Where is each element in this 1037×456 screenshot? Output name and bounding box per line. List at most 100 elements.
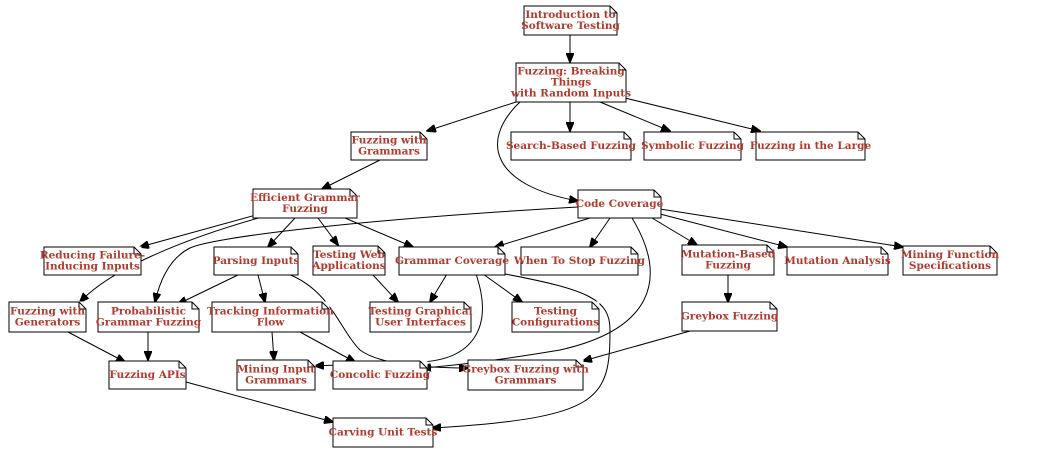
node-label-line: Testing xyxy=(534,306,578,318)
edge-fuzzing-coverage xyxy=(497,101,578,201)
node-label-line: Greybox Fuzzing xyxy=(681,311,779,323)
node-grammar-coverage[interactable]: Grammar Coverage xyxy=(395,246,509,276)
node-label-line: Efficient Grammar xyxy=(250,192,360,204)
node-label-line: Symbolic Fuzzing xyxy=(641,140,745,152)
node-label-line: User Interfaces xyxy=(375,317,466,329)
node-when-to-stop-fuzzing[interactable]: When To Stop Fuzzing xyxy=(513,246,646,276)
node-code-coverage[interactable]: Code Coverage xyxy=(576,189,664,219)
node-label-line: Software Testing xyxy=(521,20,620,32)
node-parsing-inputs[interactable]: Parsing Inputs xyxy=(213,246,300,276)
edge-coverage-mining xyxy=(659,208,903,247)
edge-coverage-grammarcov xyxy=(495,217,591,247)
node-label-line: Fuzzing xyxy=(282,203,328,215)
edge-generators-fuzzapis xyxy=(67,331,125,362)
node-label-line: Concolic Fuzzing xyxy=(330,369,431,381)
node-label-line: Tracking Information xyxy=(207,306,334,318)
edge-coverage-mutanalysis xyxy=(659,213,787,247)
edge-coverage-mutation xyxy=(651,217,697,245)
edge-greybox-greyboxgram xyxy=(583,330,691,361)
node-label-line: Configurations xyxy=(512,317,599,329)
node-label-line: Parsing Inputs xyxy=(213,255,300,267)
node-mutation-analysis[interactable]: Mutation Analysis xyxy=(784,246,891,276)
edge-tracking-mininginput xyxy=(272,331,274,360)
edge-parsing-probabilistic xyxy=(178,273,241,304)
node-greybox-fuzzing[interactable]: Greybox Fuzzing xyxy=(681,301,779,332)
node-label-line: Fuzzing with xyxy=(10,306,85,318)
node-label-line: Testing Web xyxy=(313,249,385,261)
node-label-line: Inducing Inputs xyxy=(45,261,140,273)
node-concolic-fuzzing[interactable]: Concolic Fuzzing xyxy=(330,360,431,390)
edge-efficient-grammarcov xyxy=(344,217,413,247)
edges-layer xyxy=(67,35,903,428)
node-fuzzing-apis[interactable]: Fuzzing APIs xyxy=(108,360,187,390)
edge-efficient-webapps xyxy=(317,217,338,245)
node-label-line: Grammars xyxy=(245,375,307,387)
edge-grammarcov-configs xyxy=(482,273,522,302)
node-label-line: Grammar Fuzzing xyxy=(96,317,202,329)
node-label-line: Mining Function xyxy=(901,249,1000,261)
node-symbolic-fuzzing[interactable]: Symbolic Fuzzing xyxy=(641,131,745,161)
node-label-line: Fuzzing: Breaking xyxy=(517,66,625,78)
node-label-line: Things xyxy=(551,77,591,89)
node-fuzzing-in-the-large[interactable]: Fuzzing in the Large xyxy=(750,131,872,161)
edge-grammarcov-gui xyxy=(430,273,448,302)
edge-efficient-reducing xyxy=(140,214,257,247)
node-label-line: Greybox Fuzzing with xyxy=(462,364,589,376)
node-label-line: Probabilistic xyxy=(111,306,186,318)
node-label-line: Fuzzing xyxy=(705,260,751,272)
node-label-line: Fuzzing in the Large xyxy=(750,140,872,152)
node-label-line: Carving Unit Tests xyxy=(329,427,438,439)
edge-grammarcov-carving xyxy=(432,273,611,428)
node-label-line: Mutation-Based xyxy=(681,249,776,261)
edge-efficient-generators xyxy=(80,216,263,302)
edge-efficient-parsing xyxy=(268,217,296,247)
node-label-line: Search-Based Fuzzing xyxy=(506,140,637,152)
node-search-based-fuzzing[interactable]: Search-Based Fuzzing xyxy=(506,131,637,161)
node-label-line: Fuzzing APIs xyxy=(109,369,185,381)
edge-parsing-greyboxgram xyxy=(287,273,468,368)
node-label-line: Mining Input xyxy=(237,364,315,376)
node-label-line: Grammars xyxy=(358,146,420,158)
node-label-line: Generators xyxy=(15,317,81,329)
edge-tracking-concolic xyxy=(299,331,355,362)
edge-coverage-whenstop xyxy=(590,217,611,247)
node-label-line: Code Coverage xyxy=(576,198,664,210)
node-label-line: Flow xyxy=(257,317,285,329)
node-label-line: Mutation Analysis xyxy=(784,255,891,267)
edge-coverage-concolic xyxy=(422,217,651,368)
node-label-line: Applications xyxy=(311,260,385,272)
edge-fuzzapis-carving xyxy=(185,381,333,422)
node-label-line: Specifications xyxy=(909,260,991,272)
node-label-line: When To Stop Fuzzing xyxy=(513,255,646,267)
node-label-line: with Random Inputs xyxy=(510,88,631,100)
edge-parsing-tracking xyxy=(257,274,265,302)
edge-grammars-efficient xyxy=(322,159,381,189)
node-label-line: Fuzzing with xyxy=(352,135,427,147)
edge-fuzzing-symbolic xyxy=(599,101,670,131)
node-label-line: Introduction to xyxy=(525,9,615,21)
node-label-line: Testing Graphical xyxy=(368,306,472,318)
edge-webapps-gui xyxy=(371,273,398,302)
node-label-line: Grammars xyxy=(495,375,557,387)
node-reducing-failure-inducing-inputs[interactable]: Reducing Failure-Inducing Inputs xyxy=(40,246,145,276)
edge-fuzzing-large xyxy=(624,97,760,131)
edge-fuzzing-grammars xyxy=(427,101,517,131)
node-label-line: Reducing Failure- xyxy=(40,250,145,262)
node-carving-unit-tests[interactable]: Carving Unit Tests xyxy=(329,417,438,448)
